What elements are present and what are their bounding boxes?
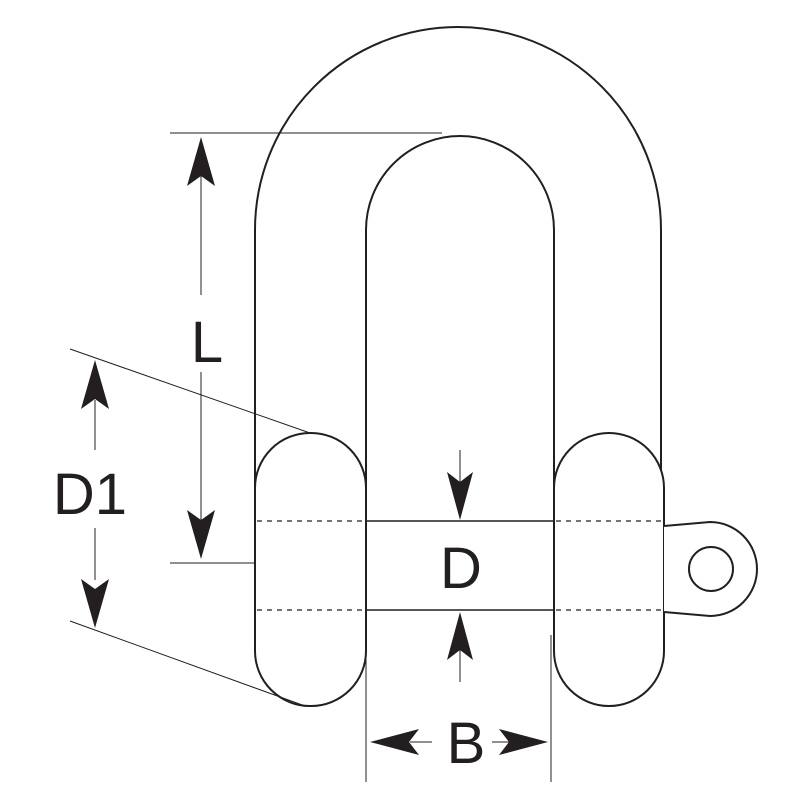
dimension-b: B [365,635,552,782]
d1-arrow-up-icon [81,360,109,409]
d1-arrow-down-icon [81,579,109,628]
pin-head-hole [688,546,734,592]
l-label: L [191,310,223,375]
right-eye [553,432,665,707]
d1-extension-top [69,348,311,434]
dimension-d: D [440,450,482,682]
b-arrow-left-icon [370,729,419,755]
dimension-l: L [170,132,442,564]
pin-head [663,520,758,618]
shackle-bow [254,26,662,545]
b-label: B [447,711,486,776]
bow-inner-outline [365,135,555,545]
l-arrow-down-icon [187,510,215,559]
d-arrow-up-icon [447,612,473,660]
d1-extension-bottom [69,620,306,707]
left-eye [254,432,367,707]
d-arrow-down-icon [447,472,473,520]
d1-label: D1 [53,462,127,527]
pin [257,520,662,611]
l-arrow-up-icon [187,137,215,186]
b-arrow-right-icon [499,729,548,755]
dimension-d1: D1 [53,348,311,707]
d-label: D [440,536,482,601]
